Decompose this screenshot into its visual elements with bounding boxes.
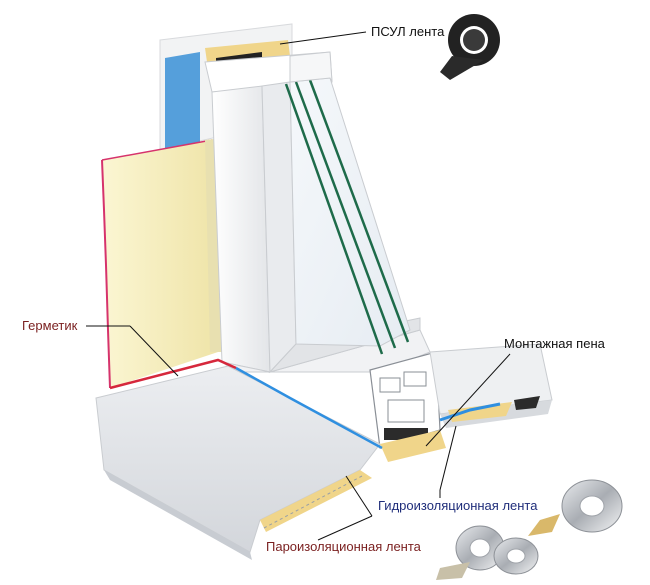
waterproofing-tape-label: Гидроизоляционная лента [378, 498, 538, 513]
psul-tape-label: ПСУЛ лента [371, 24, 445, 39]
mounting-foam-label: Монтажная пена [504, 336, 605, 351]
sealant-label: Герметик [22, 318, 78, 333]
outer-drip-sill [429, 343, 553, 428]
waterproof-tape-roll-icon [528, 479, 623, 536]
psul-tape-roll-icon [440, 14, 500, 80]
sealant-lines [109, 358, 501, 450]
wall-plaster [101, 138, 224, 389]
window-frame [204, 51, 431, 374]
vapor-barrier-tape-label: Пароизоляционная лента [266, 539, 421, 554]
window-sill [95, 365, 446, 560]
glass-unit [284, 51, 411, 355]
vapor-barrier-tape-rolls-icon [436, 525, 539, 580]
leader-lines [86, 31, 511, 541]
